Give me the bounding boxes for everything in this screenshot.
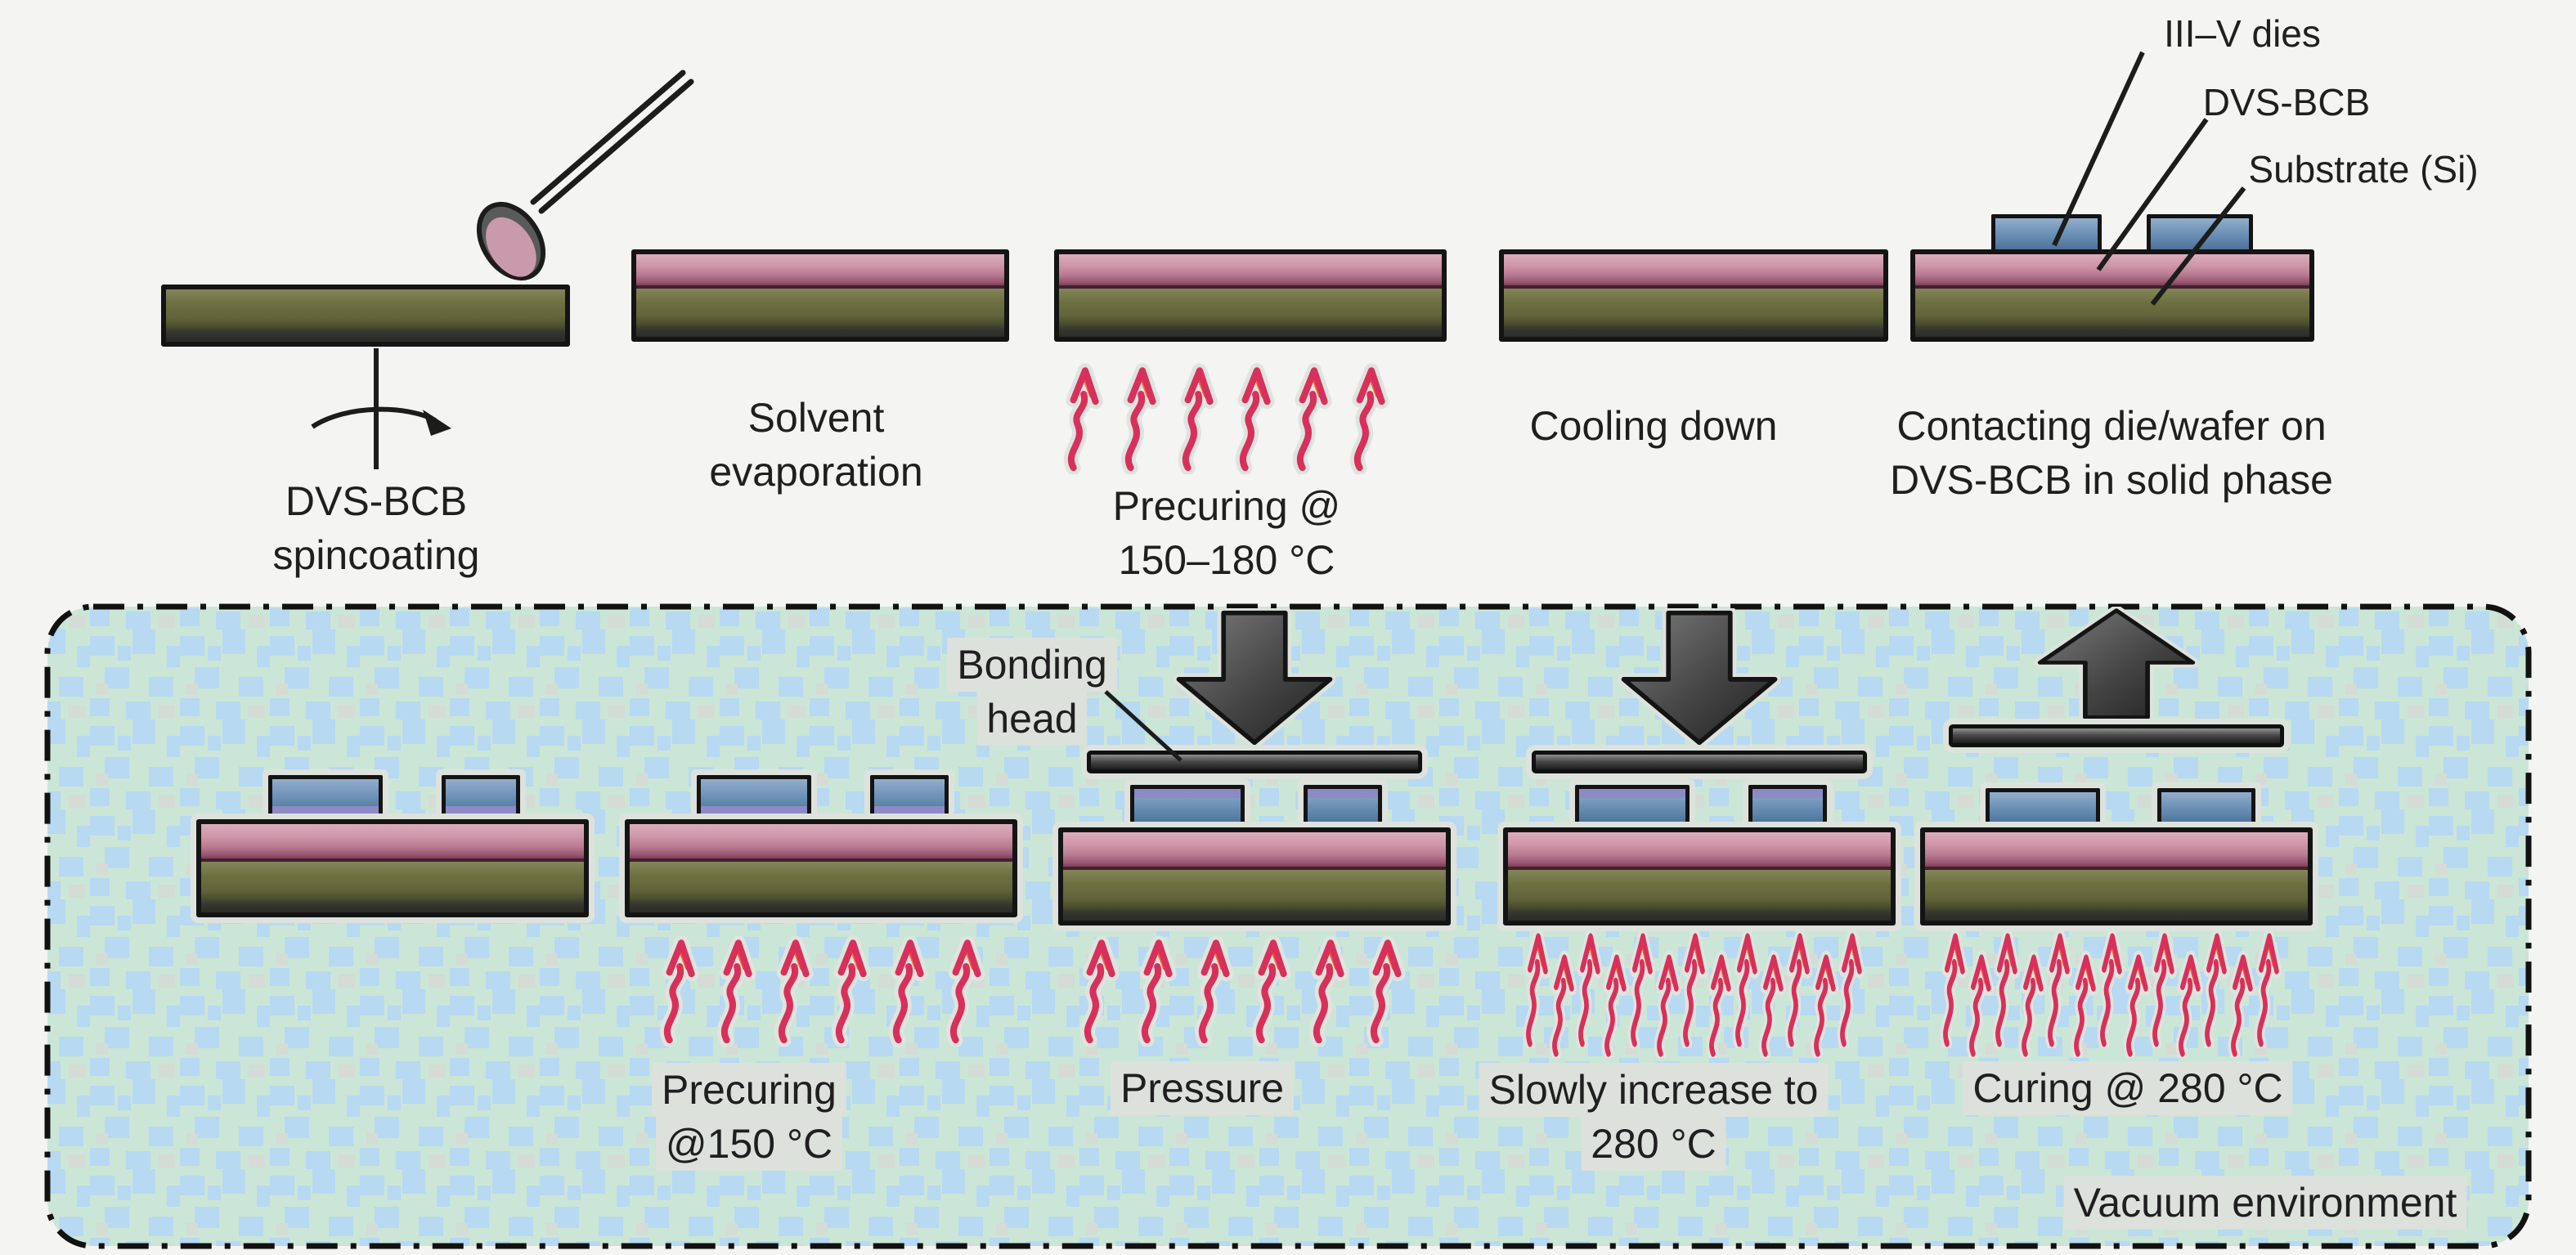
si-substrate-layer: [1508, 870, 1891, 921]
dvs-bcb-layer: [201, 824, 584, 862]
bonding-head-plate: [1949, 724, 2284, 747]
dvs-bcb-layer: [1915, 254, 2309, 289]
iii-v-die: [2157, 788, 2255, 827]
bonding-head-plate: [1087, 751, 1422, 773]
soft-bcb-band: [446, 806, 516, 815]
si-substrate-layer: [1504, 289, 1883, 337]
heat-arrows-curing-280: [1940, 927, 2280, 1048]
callout-substrate-si: Substrate (Si): [2248, 148, 2479, 190]
si-substrate-layer: [630, 862, 1012, 912]
iii-v-die: [1130, 785, 1245, 827]
dvs-bcb-layer: [630, 824, 1012, 862]
iii-v-die: [1991, 214, 2102, 253]
soft-bcb-band: [874, 806, 945, 815]
dvs-bcb-layer: [1504, 254, 1883, 289]
stage-label-curing-280: Curing @ 280 °C: [1963, 1061, 2293, 1115]
si-substrate-layer: [201, 862, 584, 912]
soft-bcb-band: [1308, 789, 1378, 798]
substrate-wafer-stage3: [1054, 249, 1447, 342]
iii-v-die: [697, 775, 811, 819]
dvs-bcb-layer: [1925, 832, 2308, 870]
dvs-bcb-layer: [1059, 254, 1442, 289]
stage-label-cooling-down: Cooling down: [1529, 403, 1778, 449]
stage-label-ramp-280: Slowly increase to 280 °C: [1479, 1063, 1829, 1171]
callout-iii-v-dies: III–V dies: [2164, 12, 2321, 55]
substrate-wafer-vac2: [625, 819, 1017, 917]
bonding-head-plate: [1532, 751, 1867, 773]
bonding-head-label: Bonding head: [947, 638, 1117, 746]
soft-bcb-band: [272, 806, 379, 815]
substrate-wafer-vac1: [196, 819, 589, 917]
iii-v-die: [1986, 788, 2100, 827]
si-substrate-layer: [1059, 289, 1442, 337]
bonding-head-arrow-icon: [1173, 608, 1336, 747]
stage-label-pressure: Pressure: [1110, 1061, 1295, 1115]
substrate-wafer-vac3: [1058, 827, 1451, 926]
vacuum-environment-label: Vacuum environment: [2063, 1176, 2467, 1230]
iii-v-die: [442, 775, 520, 819]
soft-bcb-band: [1134, 789, 1241, 798]
substrate-wafer-vac5: [1920, 827, 2313, 926]
iii-v-die: [870, 775, 949, 819]
stage-label-precuring-150: Precuring @150 °C: [652, 1063, 846, 1171]
substrate-wafer-stage1: [161, 285, 570, 347]
si-substrate-layer: [1063, 870, 1446, 921]
iii-v-die: [1304, 785, 1382, 827]
si-substrate-layer: [636, 289, 1004, 337]
iii-v-die: [1748, 785, 1827, 827]
heat-arrows-ramp-280: [1523, 927, 1863, 1048]
substrate-wafer-stage4: [1499, 249, 1888, 342]
soft-bcb-band: [701, 806, 807, 815]
callout-dvs-bcb: DVS-BCB: [2202, 81, 2371, 123]
si-substrate-layer: [166, 289, 565, 340]
si-substrate-layer: [1925, 870, 2308, 921]
substrate-wafer-stage2: [631, 249, 1009, 342]
dvs-bcb-layer: [636, 254, 1004, 289]
heat-arrows-precure-top: [1063, 360, 1393, 474]
substrate-wafer-stage5: [1910, 249, 2314, 342]
iii-v-die: [268, 775, 383, 819]
release-arrow-icon: [2035, 607, 2198, 721]
dvs-bcb-layer: [1508, 832, 1891, 870]
dvs-bcb-layer: [1063, 832, 1446, 870]
iii-v-die: [1575, 785, 1690, 827]
si-substrate-layer: [1915, 289, 2309, 337]
stage-label-precuring-top: Precuring @150–180 °C: [1112, 483, 1341, 583]
press-arrow-icon: [1618, 608, 1781, 747]
heat-arrows-precure-150: [659, 932, 990, 1047]
heat-arrows-pressure: [1079, 932, 1410, 1047]
soft-bcb-band: [1579, 789, 1685, 798]
iii-v-die: [2147, 214, 2253, 253]
substrate-wafer-vac4: [1503, 827, 1896, 926]
soft-bcb-band: [1752, 789, 1823, 798]
